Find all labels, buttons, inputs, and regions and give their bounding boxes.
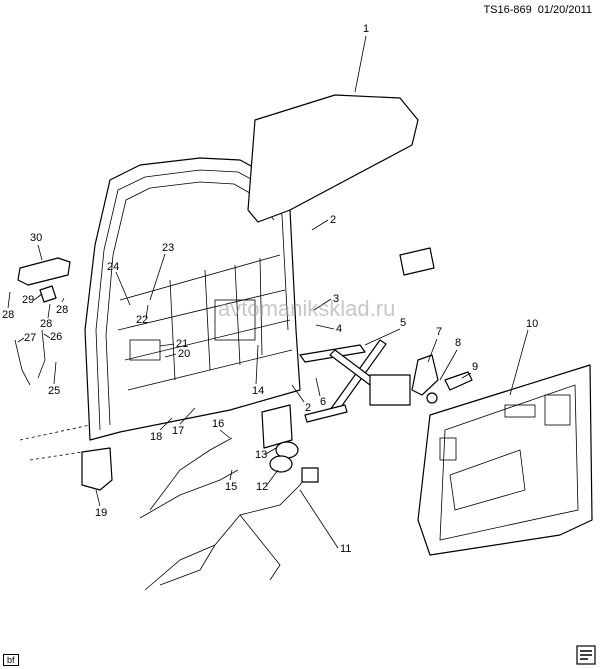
- callout-21: 21: [176, 338, 188, 350]
- callout-8: 8: [455, 337, 461, 349]
- callout-16: 16: [212, 418, 224, 430]
- window-regulator: [299, 339, 411, 423]
- callout-24: 24: [107, 261, 119, 273]
- grommet-inner: [269, 455, 293, 473]
- callout-15: 15: [225, 481, 237, 493]
- callout-20: 20: [178, 348, 190, 360]
- drawing-number: TS16-869: [483, 4, 532, 16]
- inside-handle: [261, 404, 293, 449]
- door-trim-panel: [417, 364, 593, 556]
- lock-rod-upper: [149, 437, 233, 511]
- callout-6: 6: [320, 396, 326, 408]
- callout-14: 14: [252, 385, 264, 397]
- callout-5: 5: [400, 317, 406, 329]
- lock-cable: [14, 329, 46, 386]
- callout-2: 2: [330, 214, 336, 226]
- callout-28-right: 28: [56, 304, 68, 316]
- callout-29: 29: [22, 294, 34, 306]
- callout-27: 27: [24, 332, 36, 344]
- lock-rod-lower: [139, 469, 239, 519]
- bezel-part: [411, 354, 439, 396]
- connector-bracket: [399, 247, 435, 276]
- callout-28-lower: 28: [40, 318, 52, 330]
- callout-1: 1: [363, 23, 369, 35]
- window-glass: [247, 94, 419, 223]
- callout-7: 7: [436, 326, 442, 338]
- callout-11: 11: [340, 543, 351, 555]
- harness-connector: [301, 467, 319, 483]
- wiring-harness: [144, 469, 311, 591]
- drawing-date: 01/20/2011: [537, 4, 592, 16]
- callout-25: 25: [48, 385, 60, 397]
- callout-9: 9: [472, 361, 478, 373]
- callout-12: 12: [256, 481, 268, 493]
- callout-28-left: 28: [2, 309, 14, 321]
- callout-4: 4: [336, 323, 342, 335]
- footer-code: bf: [3, 654, 19, 666]
- clip-part: [426, 392, 438, 404]
- callout-19: 19: [95, 507, 107, 519]
- callouts: 1 2 3 4 5 6 7 8 9 10 11 12 13 14 15 16 1…: [2, 23, 538, 555]
- callout-3: 3: [333, 293, 339, 305]
- callout-18: 18: [150, 431, 162, 443]
- callout-26: 26: [50, 331, 62, 343]
- callout-30: 30: [30, 232, 42, 244]
- callout-2-lower: 2: [305, 402, 311, 414]
- manufacturer-logo-icon: [576, 645, 596, 665]
- watermark: avtomaniksklad.ru: [218, 296, 396, 321]
- drawing-header: TS16-869 01/20/2011: [477, 4, 592, 16]
- door-latch: [81, 447, 113, 491]
- handle-cap: [39, 285, 57, 303]
- callout-10: 10: [526, 318, 538, 330]
- callout-23: 23: [162, 242, 174, 254]
- callout-17: 17: [172, 425, 184, 437]
- callout-13: 13: [255, 449, 267, 461]
- callout-22: 22: [136, 314, 148, 326]
- outside-handle: [17, 257, 71, 286]
